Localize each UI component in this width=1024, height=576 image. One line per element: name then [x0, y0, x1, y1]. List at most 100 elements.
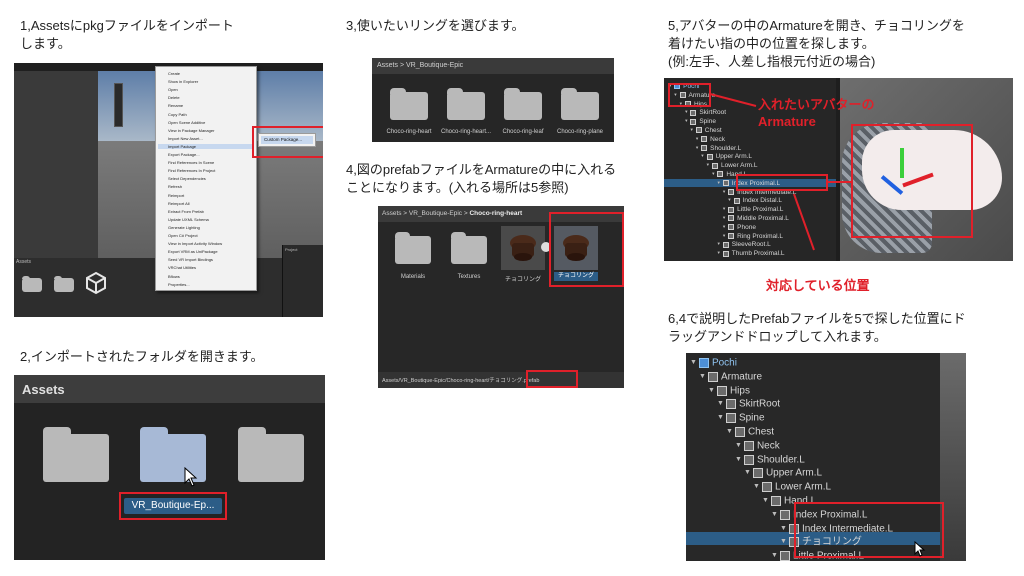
- expand-arrow-icon[interactable]: ▼: [668, 83, 673, 88]
- expand-arrow-icon[interactable]: ▼: [684, 109, 689, 115]
- context-menu-item[interactable]: Copy Path: [168, 111, 187, 117]
- expand-arrow-icon[interactable]: ▼: [771, 510, 778, 518]
- materials-folder[interactable]: [395, 232, 431, 264]
- expand-arrow-icon[interactable]: ▼: [762, 497, 769, 504]
- context-menu-item[interactable]: Bflows: [168, 273, 180, 279]
- hierarchy-row[interactable]: ▼SkirtRoot: [686, 397, 940, 411]
- asset-folder-1[interactable]: [22, 276, 42, 292]
- expand-arrow-icon[interactable]: ▼: [711, 171, 716, 176]
- context-menu-item[interactable]: Generate Lighting: [168, 224, 200, 230]
- context-menu-item[interactable]: Show in Explorer: [168, 79, 199, 85]
- expand-arrow-icon[interactable]: ▼: [708, 386, 715, 394]
- expand-arrow-icon[interactable]: ▼: [716, 241, 721, 247]
- hierarchy-row[interactable]: ▼Lower Arm.L: [686, 480, 940, 494]
- hierarchy-row[interactable]: ▼Index Distal.L: [664, 196, 836, 205]
- hierarchy-row[interactable]: ▼Upper Arm.L: [664, 152, 836, 161]
- expand-arrow-icon[interactable]: ▼: [695, 135, 700, 141]
- hierarchy-row[interactable]: ▼Phone: [664, 223, 836, 232]
- folder-left[interactable]: [43, 427, 109, 482]
- context-menu-item[interactable]: View in Import Activity Window: [168, 241, 223, 247]
- expand-arrow-icon[interactable]: ▼: [753, 483, 760, 491]
- context-menu-item[interactable]: Extract From Prefab: [168, 208, 204, 214]
- context-menu-item[interactable]: Reimport All: [168, 200, 190, 206]
- hierarchy-row[interactable]: ▼Neck: [664, 135, 836, 144]
- context-menu-item[interactable]: Create: [168, 71, 181, 76]
- expand-arrow-icon[interactable]: ▼: [673, 91, 678, 97]
- unity-package-icon[interactable]: [84, 271, 108, 295]
- hierarchy-row[interactable]: ▼Hips: [686, 384, 940, 398]
- expand-arrow-icon[interactable]: ▼: [717, 400, 724, 408]
- hierarchy-row[interactable]: ▼Index Intermediate.L: [664, 188, 836, 197]
- expand-arrow-icon[interactable]: ▼: [678, 100, 683, 106]
- textures-folder[interactable]: [451, 232, 487, 264]
- hierarchy-row[interactable]: ▼SleeveRoot.L: [664, 240, 836, 249]
- ring-folder[interactable]: [447, 88, 485, 120]
- hierarchy-row[interactable]: ▼Shoulder.L: [686, 453, 940, 467]
- hierarchy-row[interactable]: ▼Index Proximal.L: [686, 508, 940, 522]
- context-menu-item[interactable]: Import Package: [158, 143, 254, 149]
- hierarchy-row[interactable]: ▼Spine: [664, 117, 836, 126]
- hierarchy-row[interactable]: ▼Lower Arm.L: [664, 161, 836, 170]
- prefab-thumb-2[interactable]: [554, 226, 598, 270]
- context-menu-item[interactable]: Open: [168, 87, 178, 93]
- context-menu-item[interactable]: Find References In Project: [168, 168, 216, 174]
- expand-arrow-icon[interactable]: ▼: [700, 153, 705, 159]
- context-menu-item[interactable]: Reimport: [168, 192, 185, 198]
- hierarchy-row[interactable]: ▼Middle Proximal.L: [664, 214, 836, 223]
- expand-arrow-icon[interactable]: ▼: [684, 118, 689, 124]
- expand-arrow-icon[interactable]: ▼: [727, 197, 732, 203]
- context-menu-item[interactable]: Select Dependencies: [168, 176, 206, 182]
- expand-arrow-icon[interactable]: ▼: [705, 162, 710, 168]
- hierarchy-row[interactable]: ▼Chest: [664, 126, 836, 135]
- hierarchy-row[interactable]: ▼Chest: [686, 425, 940, 439]
- expand-arrow-icon[interactable]: ▼: [744, 469, 751, 477]
- context-menu-item[interactable]: Refresh: [168, 184, 183, 190]
- expand-arrow-icon[interactable]: ▼: [722, 206, 727, 212]
- expand-arrow-icon[interactable]: ▼: [780, 524, 787, 532]
- context-menu-item[interactable]: Delete: [168, 95, 180, 101]
- hierarchy-row[interactable]: ▼Index Intermediate.L: [686, 522, 940, 536]
- context-menu-item[interactable]: VRChat Utilities: [168, 265, 197, 271]
- ring-folder[interactable]: [561, 88, 599, 120]
- expand-arrow-icon[interactable]: ▼: [722, 223, 727, 229]
- prefab-label-2[interactable]: チョコリング: [554, 272, 598, 281]
- hierarchy-row[interactable]: ▼Neck: [686, 439, 940, 453]
- expand-arrow-icon[interactable]: ▼: [699, 372, 706, 380]
- hierarchy-row[interactable]: ▼Little Proximal.L: [664, 205, 836, 214]
- folder-vr-boutique[interactable]: [140, 427, 206, 482]
- asset-folder-2[interactable]: [54, 276, 74, 292]
- expand-arrow-icon[interactable]: ▼: [735, 441, 742, 449]
- hierarchy-row[interactable]: ▼SkirtRoot: [664, 108, 836, 117]
- hierarchy-row[interactable]: ▼Index Proximal.L: [664, 179, 836, 188]
- custom-package-item[interactable]: Custom Package...: [261, 136, 313, 144]
- folder-right[interactable]: [238, 427, 304, 482]
- expand-arrow-icon[interactable]: ▼: [771, 552, 778, 560]
- ring-folder[interactable]: [504, 88, 542, 120]
- hierarchy-row[interactable]: ▼チョコリング: [686, 535, 940, 549]
- expand-arrow-icon[interactable]: ▼: [716, 179, 721, 185]
- ring-folder[interactable]: [390, 88, 428, 120]
- context-menu-item[interactable]: View in Package Manager: [168, 127, 215, 133]
- hierarchy-row[interactable]: ▼Pochi: [686, 356, 940, 370]
- expand-arrow-icon[interactable]: ▼: [690, 359, 697, 366]
- expand-arrow-icon[interactable]: ▼: [722, 215, 727, 220]
- expand-arrow-icon[interactable]: ▼: [780, 538, 787, 546]
- context-menu-item[interactable]: Update UXML Schema: [168, 216, 209, 222]
- expand-arrow-icon[interactable]: ▼: [716, 250, 721, 256]
- hierarchy-row[interactable]: ▼Spine: [686, 411, 940, 425]
- context-menu-item[interactable]: Export VRM as UniPackage: [168, 249, 218, 255]
- hierarchy-row[interactable]: ▼Hand.L: [686, 494, 940, 508]
- context-menu-item[interactable]: Find References In Scene: [168, 160, 215, 166]
- selected-folder-label[interactable]: VR_Boutique-Ep...: [124, 498, 222, 514]
- hierarchy-row[interactable]: ▼Armature: [664, 91, 836, 100]
- hierarchy-row[interactable]: ▼Shoulder.L: [664, 144, 836, 153]
- context-menu-item[interactable]: Properties...: [168, 281, 190, 287]
- hierarchy-row[interactable]: ▼Armature: [686, 370, 940, 384]
- hierarchy-row[interactable]: ▼Ring Proximal.L: [664, 232, 836, 241]
- expand-arrow-icon[interactable]: ▼: [722, 188, 727, 194]
- context-menu-item[interactable]: Export Package...: [168, 152, 200, 157]
- prefab-thumb-1[interactable]: [501, 226, 545, 270]
- expand-arrow-icon[interactable]: ▼: [735, 455, 742, 463]
- expand-arrow-icon[interactable]: ▼: [722, 232, 727, 238]
- context-menu-item[interactable]: Open Scene Additive: [168, 119, 206, 125]
